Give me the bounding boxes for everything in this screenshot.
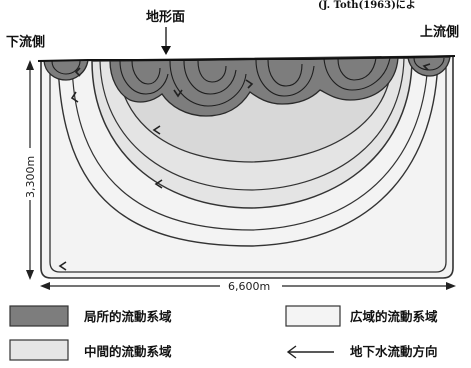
source-citation: (J. Toth(1963)によ <box>318 0 416 11</box>
legend-label-local: 局所的流動系域 <box>84 309 172 324</box>
downstream-label: 下流側 <box>6 34 45 50</box>
legend-swatch-intermediate <box>9 339 69 361</box>
depth-arrow-top <box>26 60 34 70</box>
width-label-background <box>220 279 282 293</box>
local-cell-left <box>43 59 89 81</box>
depth-label-background <box>22 148 38 200</box>
regional-flow-line-3 <box>71 56 429 231</box>
local-flow-lines <box>51 57 445 107</box>
legend-swatch-local <box>9 305 69 327</box>
local-cell-right <box>407 56 451 77</box>
intermediate-flow-line-1 <box>99 57 405 191</box>
legend: 局所的流動系域 広域的流動系域 中間的流動系域 地下水流動方向 <box>9 305 438 361</box>
width-arrow-right <box>446 282 456 290</box>
legend-swatch-regional <box>285 305 341 327</box>
width-arrow-left <box>40 282 50 290</box>
regional-flow-line-2 <box>49 57 447 273</box>
terrain-surface-label: 地形面 <box>146 9 185 25</box>
upstream-label: 上流側 <box>420 24 459 40</box>
legend-label-direction: 地下水流動方向 <box>350 344 438 359</box>
legend-label-intermediate: 中間的流動系域 <box>84 344 172 359</box>
local-flow-cells <box>43 56 451 117</box>
regional-flow-line-1 <box>57 56 439 247</box>
terrain-pointer-arrowhead <box>161 46 171 55</box>
width-label: 6,600m <box>228 280 270 293</box>
local-cell-main <box>109 57 399 117</box>
depth-arrow-bottom <box>26 270 34 280</box>
legend-label-regional: 広域的流動系域 <box>350 309 438 324</box>
legend-direction-arrowhead <box>286 345 297 359</box>
flow-direction-arrowheads <box>58 63 431 271</box>
terrain-surface-line <box>37 55 456 62</box>
depth-label: 3,300m <box>24 156 37 198</box>
